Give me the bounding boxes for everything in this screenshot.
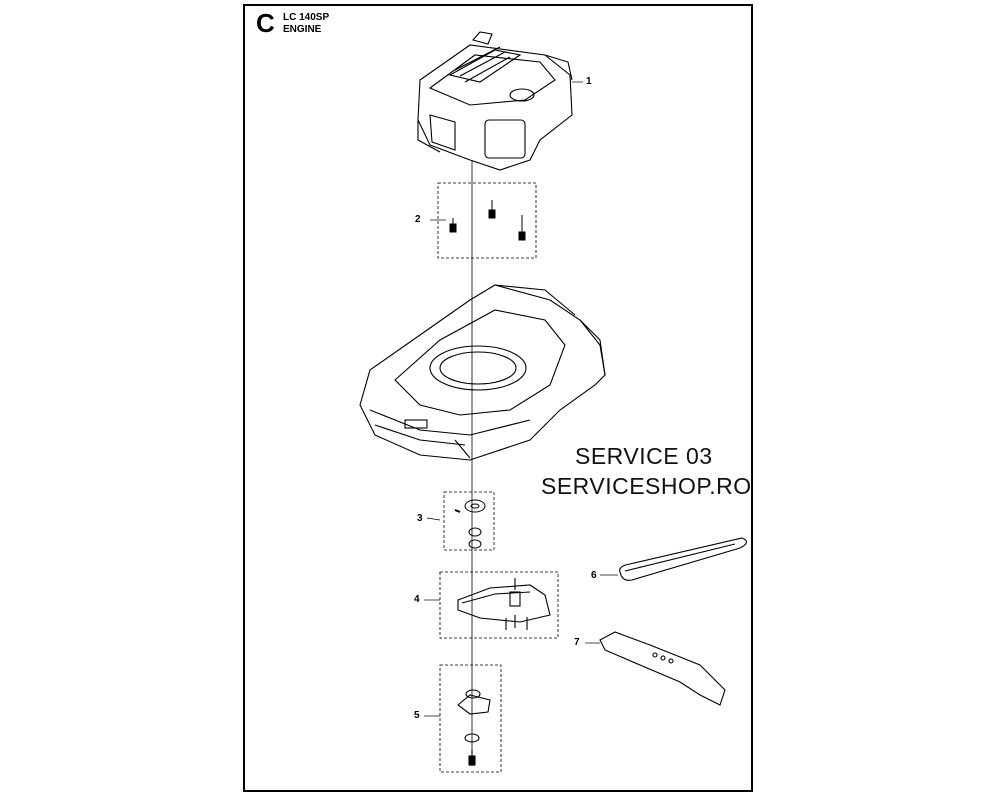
callout-6: 6 [591, 570, 597, 581]
callout-3: 3 [417, 513, 423, 524]
blade-adapter-part [457, 689, 491, 766]
callout-2: 2 [415, 214, 421, 225]
blade-holder-part [457, 578, 551, 630]
belt-part [619, 537, 748, 581]
engine-part [417, 31, 573, 171]
part-4-box [439, 571, 559, 639]
section-letter: C [256, 8, 275, 38]
screw-icon [449, 200, 526, 241]
watermark-line-2: SERVICESHOP.RO [541, 473, 752, 499]
model-label: LC 140SP [283, 12, 330, 23]
spacer-icon [454, 499, 486, 549]
callout-4: 4 [414, 594, 420, 605]
section-title: ENGINE [283, 24, 322, 35]
screws-group-box [437, 182, 537, 259]
part-3-box [443, 491, 495, 551]
leader-3 [426, 517, 441, 521]
callout-1: 1 [586, 76, 592, 87]
mower-deck [359, 284, 606, 461]
blade-part [599, 631, 726, 706]
drawing-frame [243, 4, 753, 792]
callout-5: 5 [414, 710, 420, 721]
watermark-line-1: SERVICE 03 [575, 443, 713, 469]
callout-7: 7 [574, 637, 580, 648]
part-5-box [439, 664, 502, 773]
